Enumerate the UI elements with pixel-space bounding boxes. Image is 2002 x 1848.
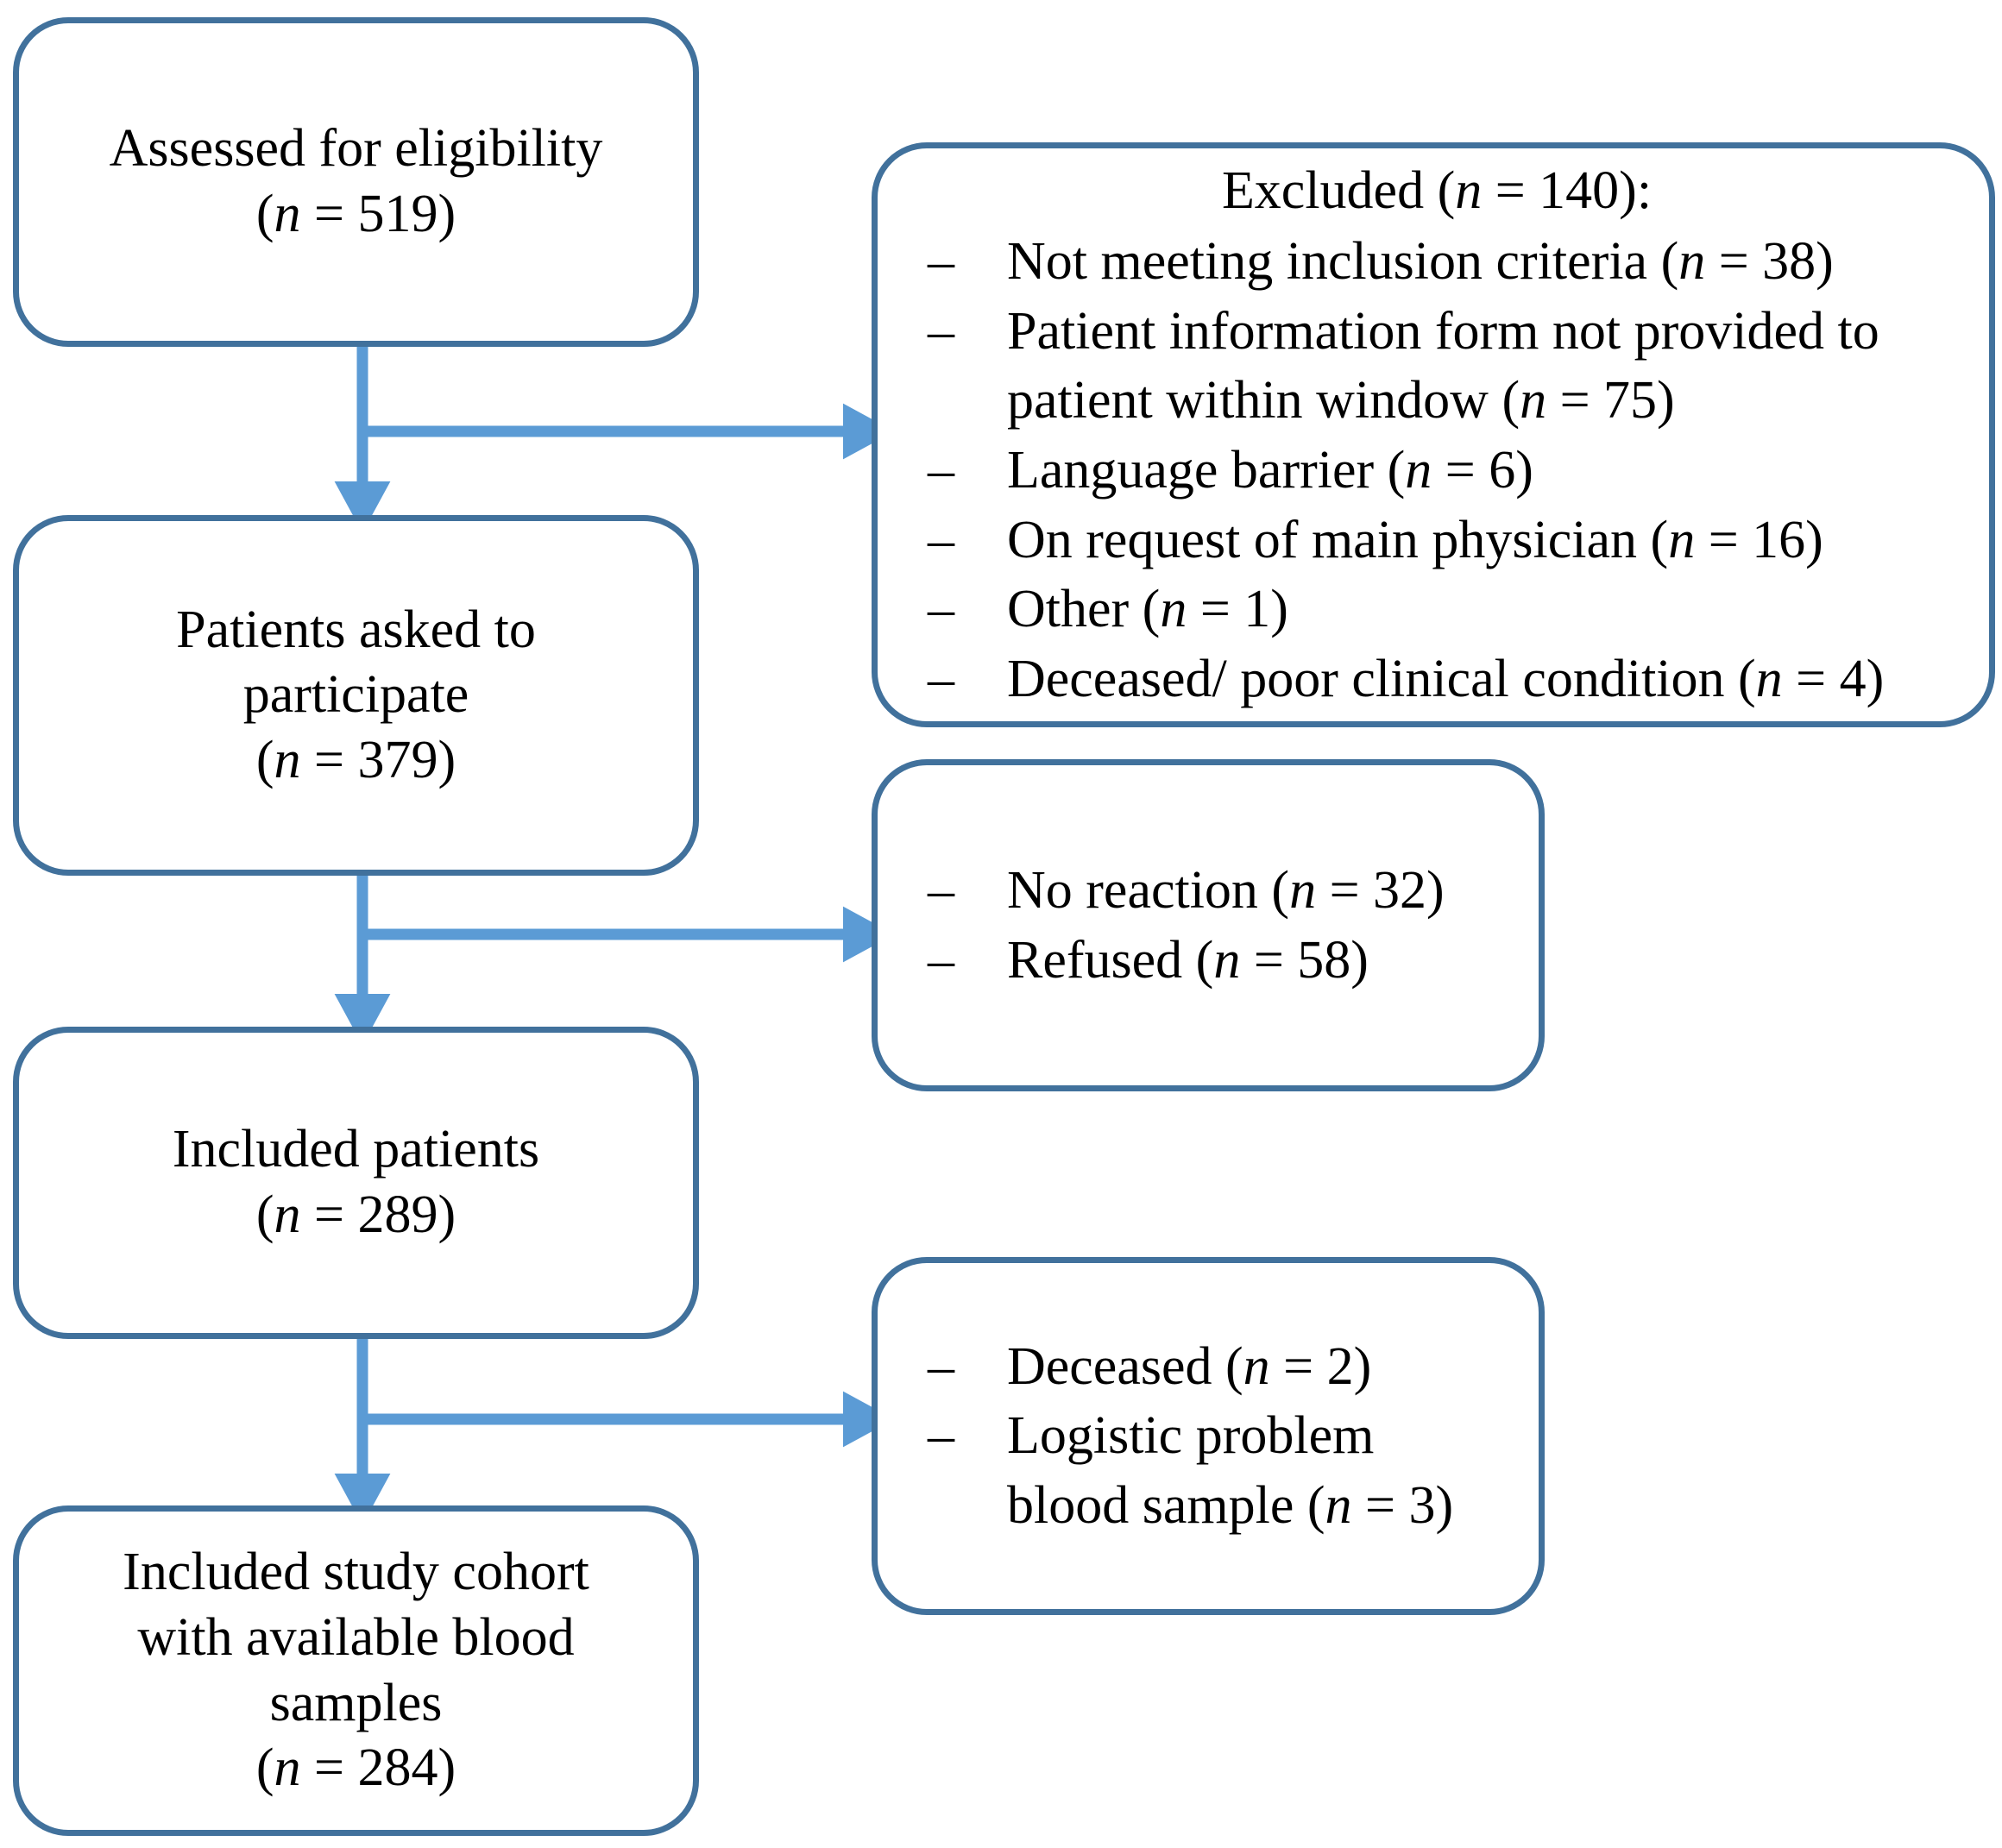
- list-item-text: Refused (n = 58): [1007, 930, 1369, 990]
- node-cohort-line1: Included study cohort: [123, 1543, 589, 1602]
- list-item: – On request of main physician (n = 16): [922, 506, 1951, 575]
- list-item-text: Logistic problem blood sample (n = 3): [1007, 1406, 1454, 1535]
- node-included-patients[interactable]: Included patients (n = 289): [13, 1027, 699, 1339]
- dash-bullet-icon: –: [928, 580, 954, 639]
- node-included-patients-text: Included patients (n = 289): [150, 1117, 562, 1248]
- list-item: – No reaction (n = 32): [922, 856, 1501, 926]
- dash-bullet-icon: –: [928, 649, 954, 708]
- dash-bullet-icon: –: [928, 441, 954, 500]
- node-no-blood-sample[interactable]: – Deceased (n = 2) – Logistic problem bl…: [872, 1257, 1545, 1615]
- list-item: – Patient information form not provided …: [922, 297, 1951, 436]
- list-item: – Deceased/ poor clinical condition (n =…: [922, 644, 1951, 714]
- italic-n: n: [1520, 371, 1547, 431]
- list-item-text: Deceased/ poor clinical condition (n = 4…: [1007, 649, 1885, 708]
- list-item-text: No reaction (n = 32): [1007, 860, 1445, 920]
- italic-n: n: [1325, 1475, 1352, 1535]
- dash-bullet-icon: –: [928, 1336, 954, 1396]
- italic-n: n: [1213, 930, 1241, 990]
- node-excluded-title: Excluded (n = 140):: [1221, 160, 1653, 220]
- list-item: – Refused (n = 58): [922, 926, 1501, 996]
- italic-n: n: [1678, 232, 1706, 292]
- node-not-participating-content: – No reaction (n = 32) – Refused (n = 58…: [878, 856, 1539, 995]
- list-item: – Other (n = 1): [922, 575, 1951, 644]
- italic-n: n: [1405, 441, 1432, 500]
- node-patients-asked-to-participate[interactable]: Patients asked to participate (n = 379): [13, 515, 699, 876]
- node-no-blood-sample-content: – Deceased (n = 2) – Logistic problem bl…: [878, 1332, 1539, 1541]
- node-asked-line2: participate: [242, 665, 469, 725]
- list-item: – Language barrier (n = 6): [922, 436, 1951, 506]
- list-item: – Not meeting inclusion criteria (n = 38…: [922, 227, 1951, 297]
- italic-n: n: [1289, 860, 1317, 920]
- node-asked-line1: Patients asked to: [176, 600, 536, 659]
- node-included-patients-line1: Included patients: [172, 1120, 540, 1179]
- list-item: – Deceased (n = 2): [922, 1332, 1501, 1402]
- node-included-study-cohort[interactable]: Included study cohort with available blo…: [13, 1505, 699, 1836]
- list-item-text: Other (n = 1): [1007, 580, 1288, 639]
- list-item-text: Language barrier (n = 6): [1007, 441, 1533, 500]
- dash-bullet-icon: –: [928, 1406, 954, 1466]
- node-excluded-content: Excluded (n = 140): – Not meeting inclus…: [878, 156, 1989, 714]
- dash-bullet-icon: –: [928, 860, 954, 920]
- italic-n: n: [1243, 1336, 1270, 1396]
- list-item-text: Deceased (n = 2): [1007, 1336, 1372, 1396]
- node-assessed-for-eligibility[interactable]: Assessed for eligibility (n = 519): [13, 17, 699, 347]
- dash-bullet-icon: –: [928, 510, 954, 569]
- node-cohort-text: Included study cohort with available blo…: [100, 1540, 612, 1801]
- list-item-text: Not meeting inclusion criteria (n = 38): [1007, 232, 1834, 292]
- node-cohort-line3: samples: [269, 1673, 443, 1732]
- node-assessed-text: Assessed for eligibility (n = 519): [87, 116, 626, 247]
- node-included-patients-count: (n = 289): [255, 1185, 456, 1244]
- list-item-text: Patient information form not provided to…: [1007, 301, 1879, 431]
- italic-n: n: [274, 1185, 301, 1244]
- node-cohort-count: (n = 284): [255, 1738, 456, 1798]
- italic-n: n: [274, 185, 301, 243]
- italic-n: n: [274, 730, 301, 789]
- dash-bullet-icon: –: [928, 232, 954, 292]
- node-asked-count: (n = 379): [255, 730, 456, 789]
- node-asked-text: Patients asked to participate (n = 379): [154, 598, 558, 794]
- node-assessed-line1: Assessed for eligibility: [109, 119, 603, 179]
- italic-n: n: [1755, 649, 1783, 708]
- italic-n: n: [1455, 160, 1483, 220]
- node-assessed-count: (n = 519): [255, 185, 456, 243]
- dash-bullet-icon: –: [928, 301, 954, 361]
- dash-bullet-icon: –: [928, 930, 954, 990]
- list-item-text: On request of main physician (n = 16): [1007, 510, 1823, 569]
- node-excluded[interactable]: Excluded (n = 140): – Not meeting inclus…: [872, 142, 1995, 727]
- italic-n: n: [1668, 510, 1696, 569]
- italic-n: n: [1160, 580, 1187, 639]
- node-cohort-line2: with available blood: [137, 1607, 575, 1667]
- node-not-participating[interactable]: – No reaction (n = 32) – Refused (n = 58…: [872, 759, 1545, 1091]
- italic-n: n: [274, 1738, 301, 1798]
- list-item: – Logistic problem blood sample (n = 3): [922, 1401, 1501, 1540]
